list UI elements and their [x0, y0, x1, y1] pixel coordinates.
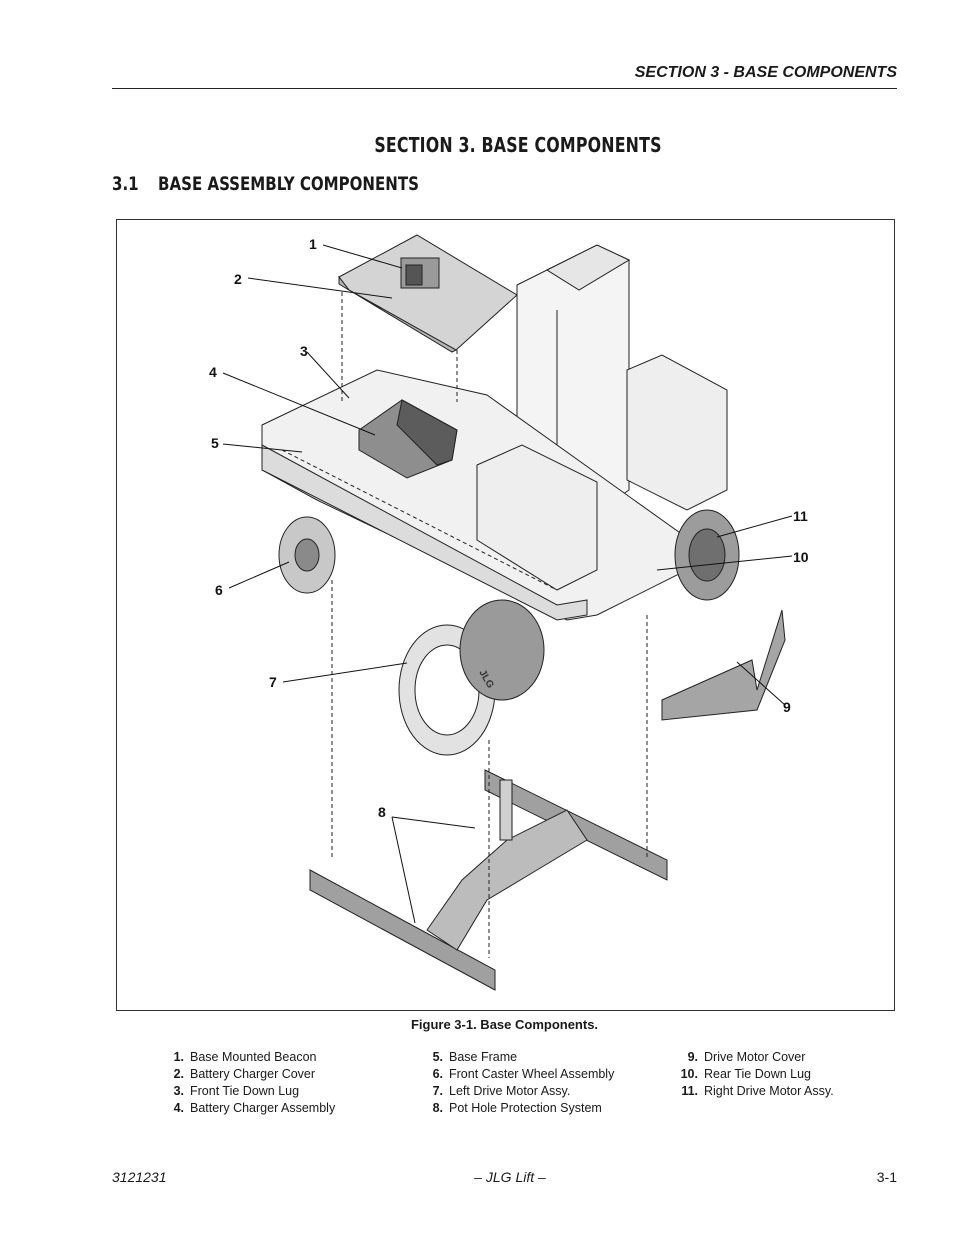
pothole-shaft-drawing	[499, 779, 513, 841]
legend-item: 8. Pot Hole Protection System	[425, 1100, 614, 1117]
pothole-bar-left-drawing	[309, 869, 496, 991]
subsection-title-text: BASE ASSEMBLY COMPONENTS	[158, 173, 419, 195]
legend-item: 1. Base Mounted Beacon	[166, 1049, 335, 1066]
legend-column-3: 9. Drive Motor Cover 10. Rear Tie Down Lug…	[680, 1049, 834, 1100]
legend-item: 2. Battery Charger Cover	[166, 1066, 335, 1083]
callout-9: 9	[783, 699, 791, 715]
pothole-linkage-drawing	[426, 809, 588, 951]
callout-6: 6	[215, 582, 223, 598]
legend-item: 5. Base Frame	[425, 1049, 614, 1066]
callout-3: 3	[300, 343, 308, 359]
legend-number: 1.	[173, 1050, 184, 1064]
legend-number: 9.	[687, 1050, 698, 1064]
callout-11: 11	[793, 508, 808, 524]
callout-1: 1	[309, 236, 317, 252]
legend-number: 6.	[432, 1067, 443, 1081]
subsection-title: 3.1 BASE ASSEMBLY COMPONENTS	[112, 173, 419, 195]
legend-number: 5.	[432, 1050, 443, 1064]
running-header: SECTION 3 - BASE COMPONENTS	[634, 64, 897, 81]
legend-number: 3.	[173, 1084, 184, 1098]
legend-column-2: 5. Base Frame 6. Front Caster Wheel Assemb…	[425, 1049, 615, 1117]
callout-2: 2	[234, 271, 242, 287]
legend-label: Front Tie Down Lug	[190, 1084, 300, 1098]
callout-8: 8	[378, 804, 386, 820]
header-rule	[112, 88, 897, 89]
drive-motor-cover-drawing	[661, 609, 786, 721]
legend-item: 9. Drive Motor Cover	[680, 1049, 834, 1066]
legend-label: Base Mounted Beacon	[190, 1050, 317, 1064]
footer-publisher: – JLG Lift –	[474, 1169, 546, 1185]
legend-number: 7.	[432, 1084, 443, 1098]
subsection-number: 3.1	[112, 173, 139, 195]
legend-item: 11. Right Drive Motor Assy.	[680, 1083, 834, 1100]
battery-pack-left-drawing	[476, 444, 598, 591]
base-components-illustration: 1 2 3 4 5 6 7 8 9 10 11 JLG	[209, 234, 809, 991]
legend-label: Base Frame	[449, 1050, 518, 1064]
legend-item: 4. Battery Charger Assembly	[166, 1100, 336, 1117]
footer-page-number: 3-1	[876, 1169, 897, 1185]
legend-label: Front Caster Wheel Assembly	[449, 1067, 615, 1081]
legend-number: 8.	[432, 1101, 443, 1115]
legend-item: 10. Rear Tie Down Lug	[680, 1066, 834, 1083]
legend-label: Pot Hole Protection System	[449, 1101, 602, 1115]
callout-4: 4	[209, 364, 217, 380]
callout-5: 5	[211, 435, 219, 451]
legend-label: Right Drive Motor Assy.	[704, 1084, 834, 1098]
legend-label: Battery Charger Assembly	[190, 1101, 336, 1115]
left-drive-motor-drawing	[459, 599, 545, 701]
legend-column-1: 1. Base Mounted Beacon 2. Battery Charger …	[166, 1049, 336, 1117]
battery-pack-right-drawing	[626, 354, 728, 511]
figure-caption: Figure 3-1. Base Components.	[410, 1017, 599, 1032]
legend-number: 10.	[680, 1067, 698, 1081]
footer-doc-number: 3121231	[112, 1169, 167, 1185]
callout-7: 7	[269, 674, 277, 690]
legend-label: Battery Charger Cover	[190, 1067, 316, 1081]
legend-label: Drive Motor Cover	[704, 1050, 806, 1064]
legend-item: 6. Front Caster Wheel Assembly	[425, 1066, 615, 1083]
legend-number: 11.	[681, 1084, 698, 1098]
legend-label: Rear Tie Down Lug	[704, 1067, 812, 1081]
legend-number: 4.	[173, 1101, 184, 1115]
callout-10: 10	[793, 549, 809, 565]
battery-charger-cover-drawing	[338, 234, 518, 351]
legend-item: 3. Front Tie Down Lug	[166, 1083, 335, 1100]
legend-item: 7. Left Drive Motor Assy.	[425, 1083, 614, 1100]
legend-number: 2.	[173, 1067, 184, 1081]
section-title: SECTION 3. BASE COMPONENTS	[374, 133, 662, 157]
figure-frame: 1 2 3 4 5 6 7 8 9 10 11 JLG	[116, 219, 895, 1011]
legend-label: Left Drive Motor Assy.	[449, 1084, 571, 1098]
